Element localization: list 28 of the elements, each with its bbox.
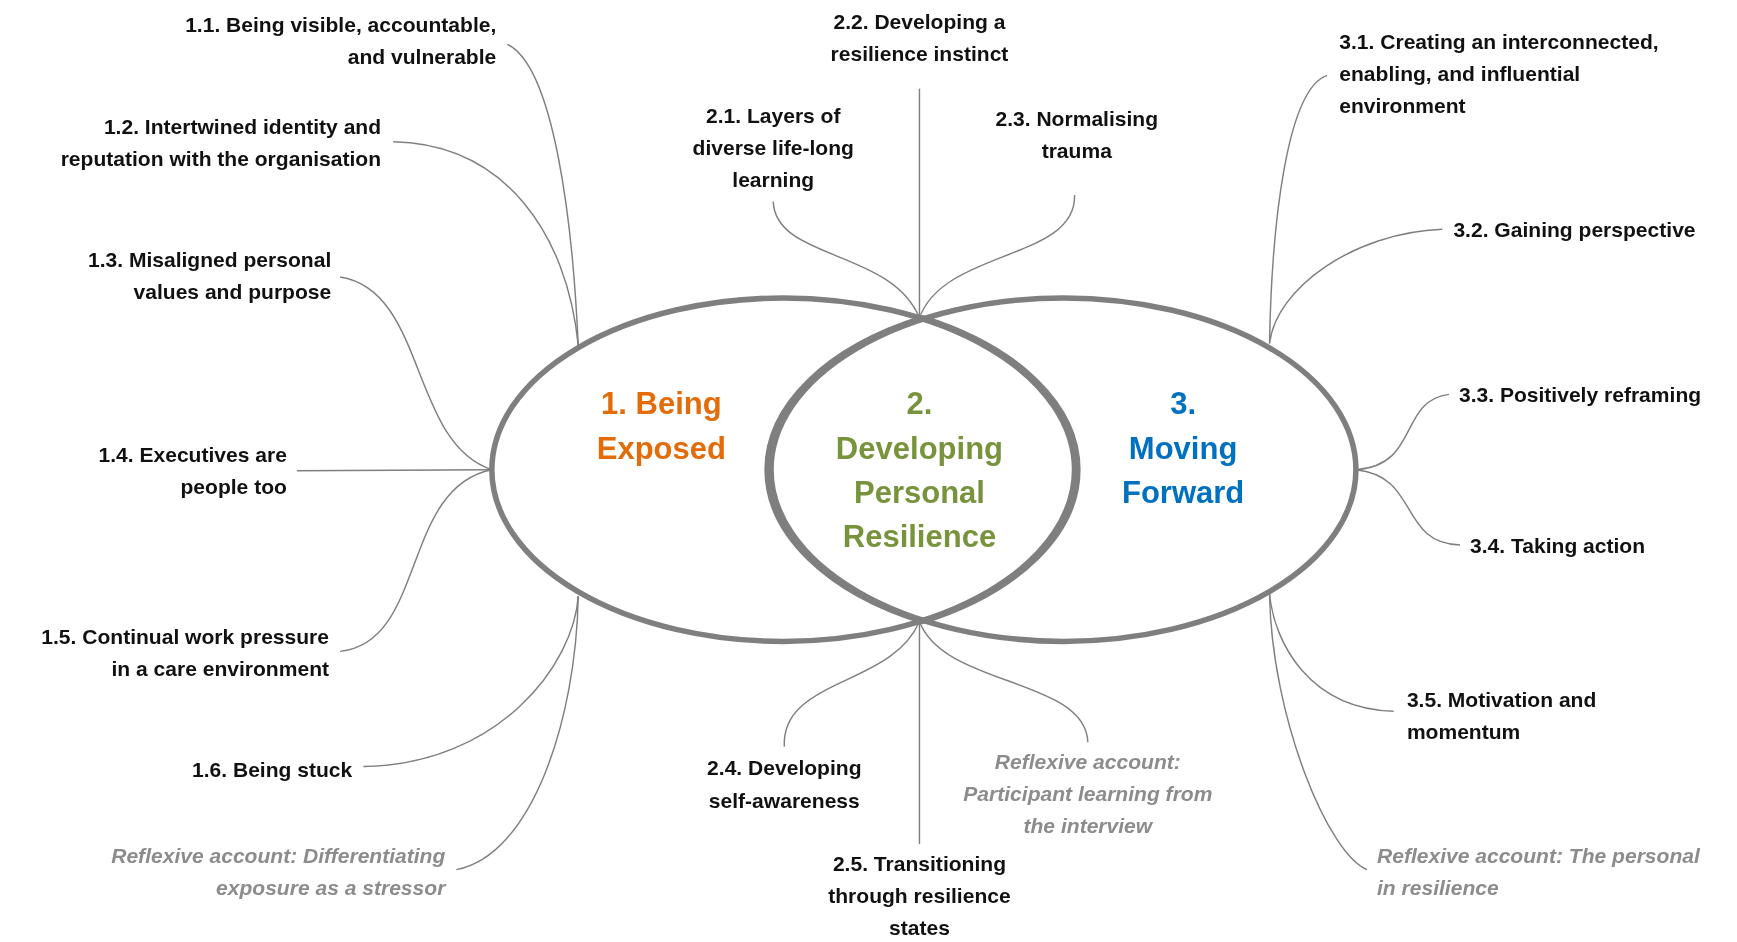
subtheme-label: 3.1. Creating an interconnected, enabling, and influential environment [1339, 25, 1661, 122]
leader-line [362, 595, 579, 768]
subtheme-label: 2.5. Transitioning through resilience states [827, 847, 1012, 942]
subtheme-label: 1.2. Intertwined identity and reputation with the organisation [58, 110, 382, 176]
subtheme-label: 1.6. Being stuck [190, 753, 353, 786]
subtheme-label: 2.1. Layers of diverse life-long learning [691, 99, 855, 197]
reflexive-note: Reflexive account: Differentiating exposure as a stressor [109, 839, 446, 904]
subtheme-label: 3.2. Gaining perspective [1453, 213, 1698, 246]
subtheme-label: 1.3. Misaligned personal values and purpose [86, 243, 332, 308]
leader-line [1268, 228, 1444, 345]
subtheme-label: 1.5. Continual work pressure in a care environment [39, 620, 329, 685]
subtheme-label: 2.3. Normalising trauma [994, 103, 1159, 168]
leader-line [392, 141, 579, 347]
subtheme-label: 1.1. Being visible, accountable, and vulnerable [183, 8, 497, 74]
subtheme-label: 3.3. Positively reframing [1458, 378, 1703, 411]
theme-heading: 2. Developing Personal Resilience [835, 385, 1004, 556]
subtheme-label: 3.4. Taking action [1470, 529, 1648, 562]
reflexive-note: Reflexive account: The personal in resilience [1376, 839, 1702, 904]
subtheme-label: 1.4. Executives are people too [96, 438, 287, 503]
reflexive-note: Reflexive account: Participant learning from the interview [962, 745, 1213, 842]
theme-heading: 1. Being Exposed [596, 385, 726, 468]
leader-line [1268, 593, 1368, 871]
theme-heading: 3. Moving Forward [1121, 385, 1245, 512]
subtheme-label: 2.4. Developing self-awareness [706, 752, 863, 817]
leader-line [455, 595, 579, 871]
leader-line [1268, 593, 1395, 712]
subtheme-label: 2.2. Developing a resilience instinct [829, 5, 1010, 70]
subtheme-label: 3.5. Motivation and momentum [1406, 683, 1599, 748]
